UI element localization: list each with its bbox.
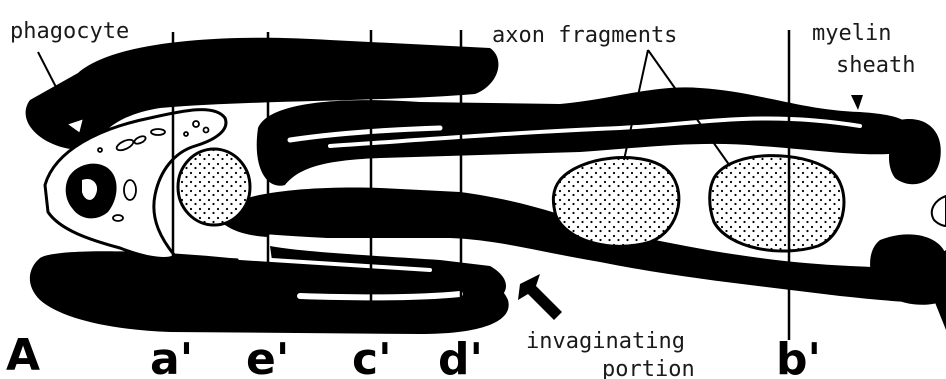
section-label-b: b' <box>776 334 821 379</box>
myelin-label: myelin <box>812 21 891 46</box>
axon-fragment-right <box>710 156 844 251</box>
axon-fragment-middle <box>553 158 679 247</box>
myelin-sheath-arrowhead <box>851 95 863 110</box>
edge-fragment-right <box>932 196 946 226</box>
invaginating-label: invaginating <box>526 329 685 354</box>
section-label-c: c' <box>352 334 392 379</box>
axon-fragments-label: axon fragments <box>492 23 677 48</box>
section-label-a: a' <box>150 334 193 379</box>
invaginating-arrow <box>518 274 562 320</box>
sheath-label: sheath <box>836 53 915 78</box>
panel-letter: A <box>6 330 40 379</box>
axon-fragment-left <box>178 149 250 225</box>
portion-label: portion <box>602 357 695 379</box>
section-label-d: d' <box>438 334 483 379</box>
lower-right-arrowhead <box>930 290 946 330</box>
phagocyte-label: phagocyte <box>10 19 129 44</box>
myelin-knot-right <box>889 119 941 184</box>
section-label-e: e' <box>246 334 289 379</box>
